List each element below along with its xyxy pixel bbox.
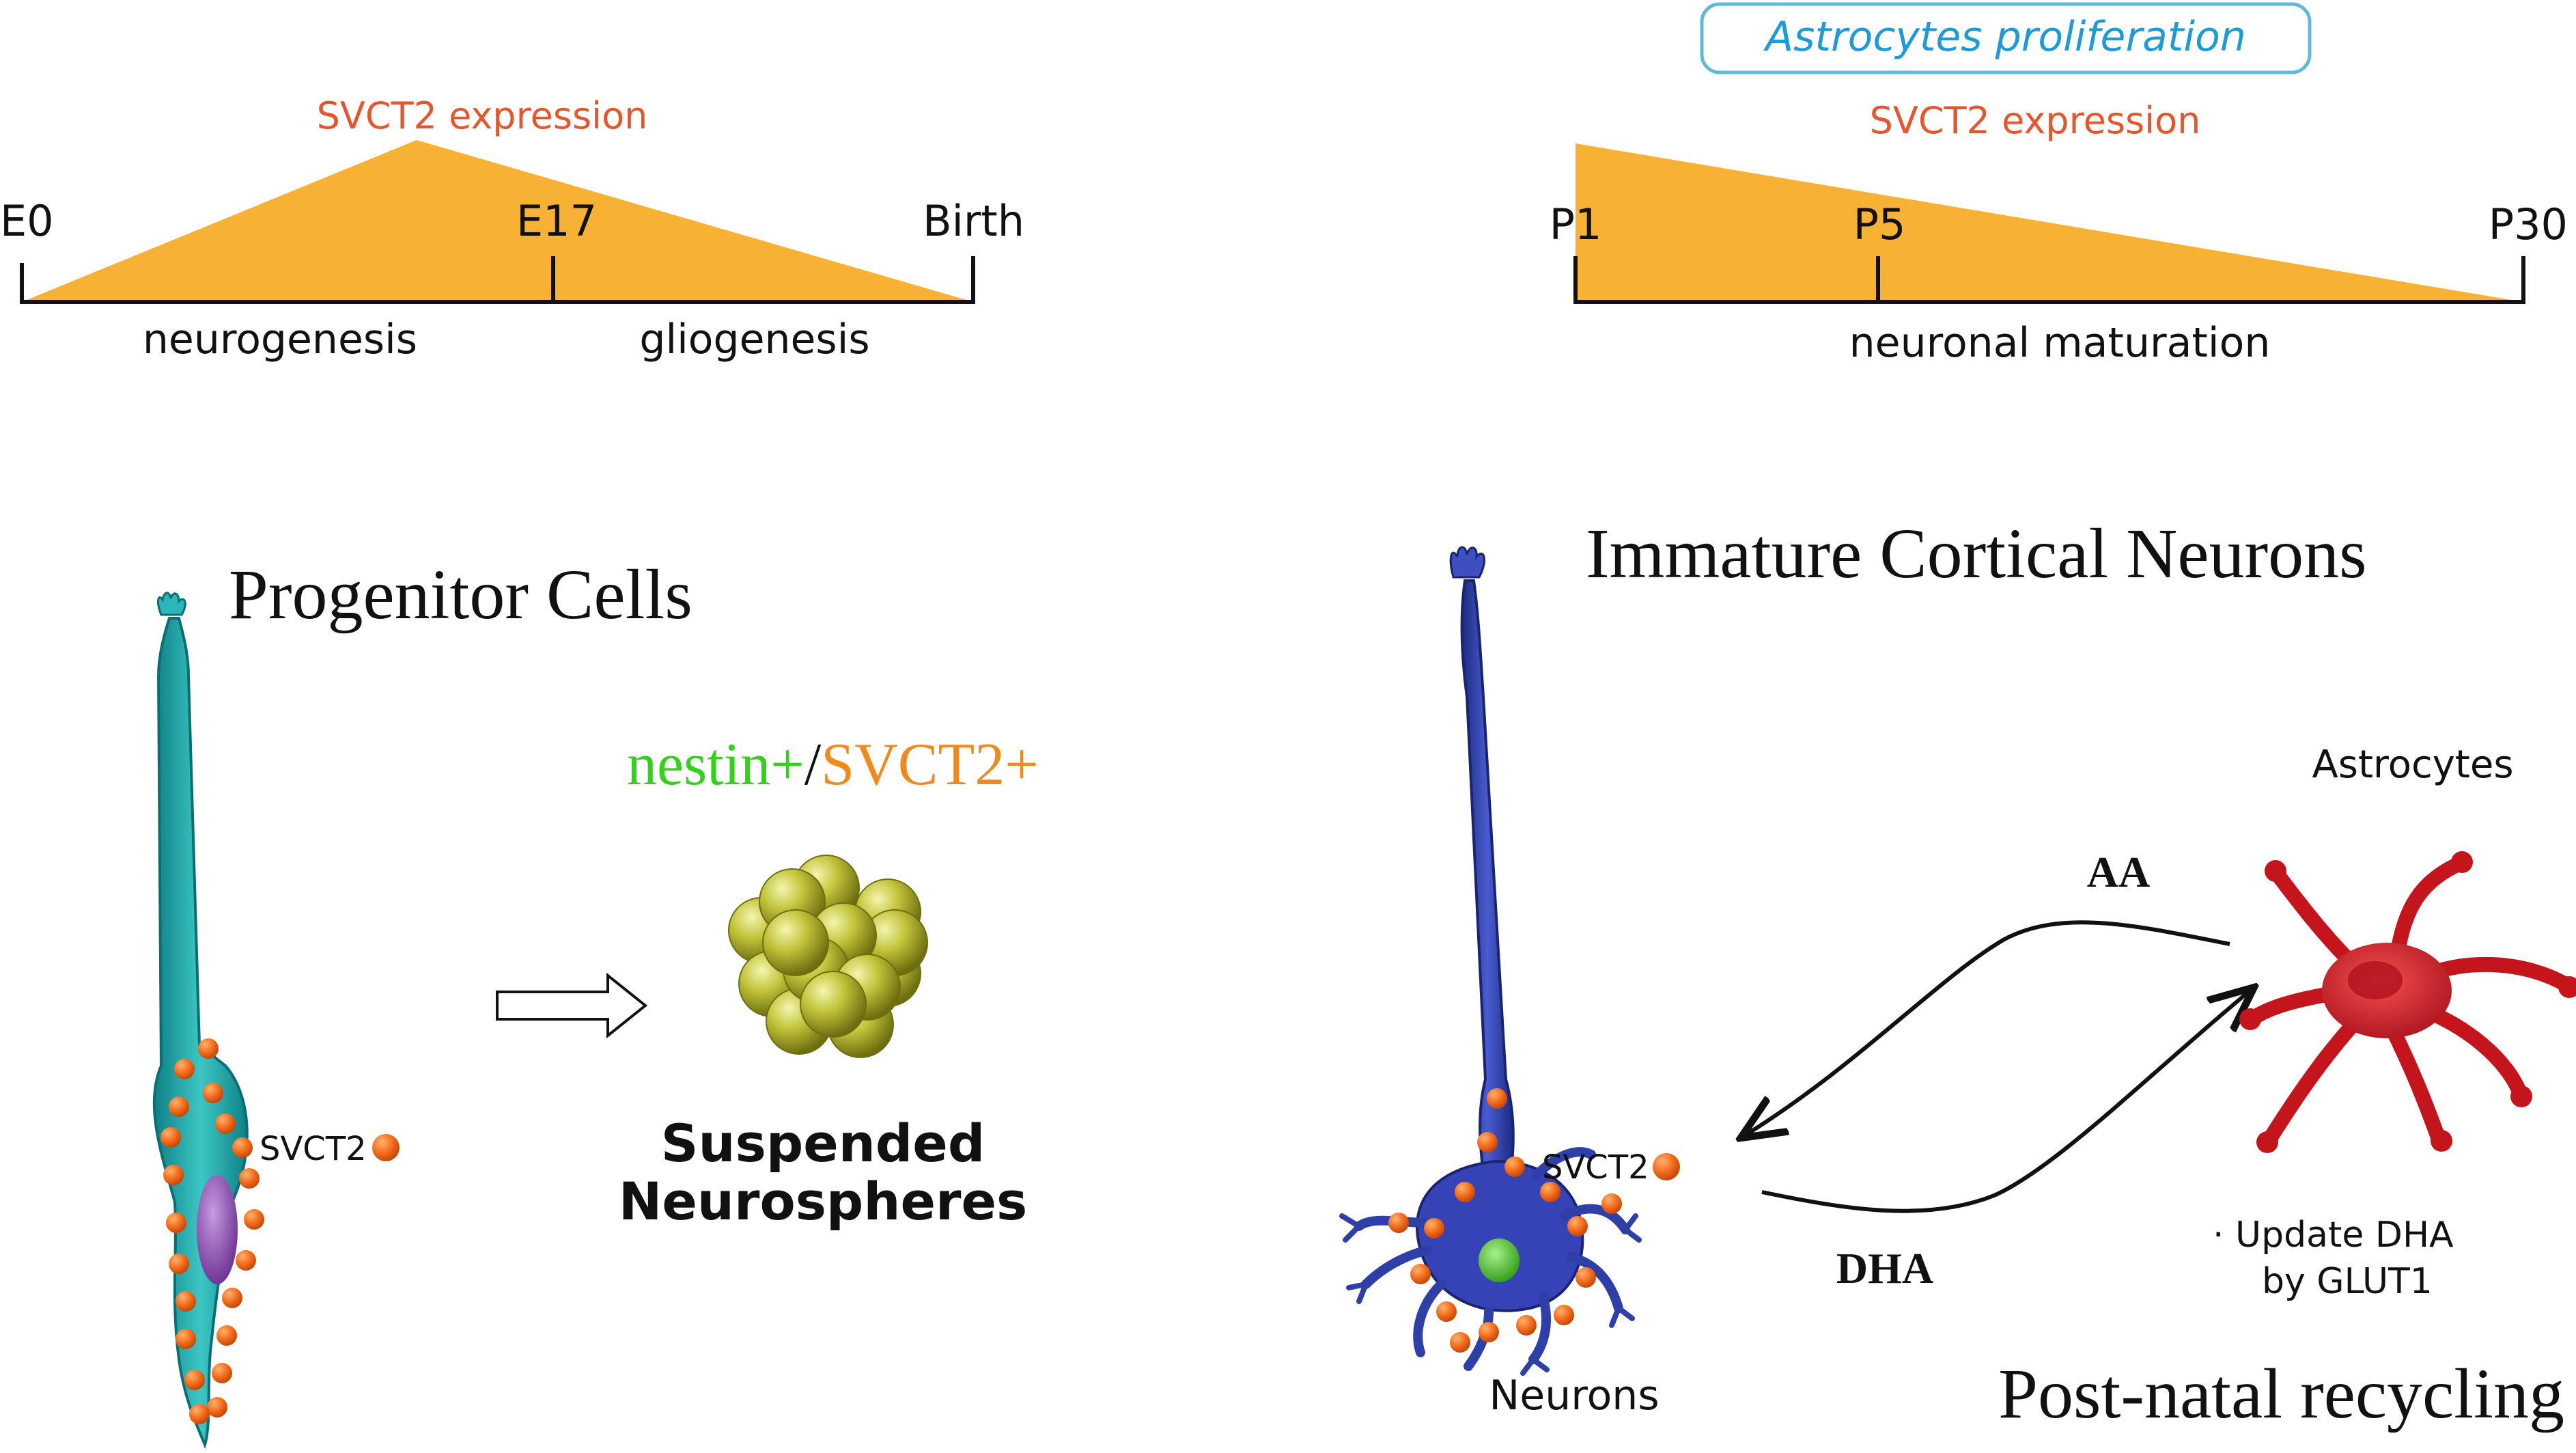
- tick-label-e0: E0: [0, 196, 54, 246]
- embryonic-expression-label: SVCT2 expression: [317, 94, 648, 137]
- postnatal-expression-label: SVCT2 expression: [1870, 99, 2201, 142]
- progenitor-panel: Progenitor Cells: [152, 555, 1039, 1450]
- progenitor-nucleus: [197, 1175, 238, 1284]
- dha-label: DHA: [1836, 1244, 1933, 1292]
- neuron-svct2-legend-dot: [1653, 1153, 1680, 1180]
- cortical-panel: Immature Cortical Neurons: [1339, 514, 2576, 1433]
- tick-label-p5: P5: [1853, 199, 1906, 249]
- glut1-note-line1: · Update DHA: [2213, 1215, 2454, 1256]
- progenitor-svct2-dots: [160, 1038, 264, 1424]
- astrocytes-proliferation-box: [1700, 2, 2312, 74]
- tick-label-e17: E17: [516, 196, 597, 246]
- tick-label-p1: P1: [1550, 199, 1602, 249]
- phase-neuronal-maturation: neuronal maturation: [1849, 319, 2271, 367]
- progenitor-cell-illustration: [152, 592, 249, 1450]
- dha-arrow: [1761, 991, 2250, 1213]
- marker-nestin: nestin+: [627, 732, 804, 798]
- tick-label-p30: P30: [2489, 199, 2568, 249]
- postnatal-expression-triangle: [1576, 143, 2523, 302]
- progenitor-svct2-label: SVCT2: [260, 1130, 367, 1168]
- progenitor-svct2-legend-dot: [372, 1134, 400, 1161]
- neurons-label: Neurons: [1489, 1372, 1659, 1420]
- phase-neurogenesis: neurogenesis: [143, 316, 417, 363]
- neuron-nucleus: [1479, 1238, 1520, 1282]
- tick-label-birth: Birth: [923, 196, 1024, 246]
- cortical-title: Immature Cortical Neurons: [1586, 514, 2367, 593]
- aa-arrow: [1745, 920, 2230, 1135]
- phase-gliogenesis: gliogenesis: [639, 316, 869, 363]
- recycling-label: Post-natal recycling: [1998, 1355, 2564, 1433]
- embryonic-expression-triangle: [22, 140, 973, 302]
- glut1-note-line2: by GLUT1: [2262, 1261, 2433, 1302]
- postnatal-timeline: Astrocytes proliferation SVCT2 expressio…: [1550, 2, 2568, 367]
- embryonic-timeline: SVCT2 expression E0 E17 Birth neurogenes…: [0, 94, 1024, 363]
- neuron-svct2-label: SVCT2: [1542, 1148, 1649, 1187]
- marker-label: nestin+/SVCT2+: [627, 732, 1039, 798]
- aa-label: AA: [2087, 848, 2150, 896]
- astrocytes-label: Astrocytes: [2312, 743, 2513, 787]
- hollow-arrow-icon: [496, 972, 648, 1039]
- neuron-svct2-dots: [1388, 1088, 1622, 1353]
- neurospheres-line2: Neurospheres: [619, 1171, 1028, 1232]
- neurosphere-illustration: [728, 855, 928, 1058]
- neurospheres-line1: Suspended: [661, 1113, 985, 1174]
- astrocytes-proliferation-label: Astrocytes proliferation: [1763, 13, 2246, 61]
- neuron-illustration: [1339, 546, 1642, 1376]
- astrocyte-illustration: [2239, 851, 2576, 1153]
- marker-separator: /: [804, 732, 822, 798]
- progenitor-title: Progenitor Cells: [229, 555, 692, 634]
- marker-svct2: SVCT2+: [821, 732, 1039, 798]
